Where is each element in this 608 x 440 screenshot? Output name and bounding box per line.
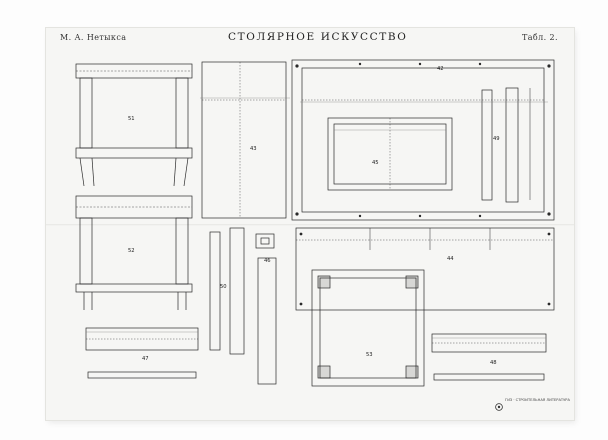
plate-number: Табл. 2. [522,33,558,42]
fig-53-label: 53 [366,352,373,358]
fig-43-drawing [201,61,287,219]
fig-52-drawing [75,195,193,310]
fig-49-drawing [481,87,531,203]
fig-44-label: 44 [447,256,454,262]
fig-50-drawing [209,227,277,385]
fig-45-drawing [327,117,453,191]
fig-46-label: 46 [264,258,271,264]
fig-42-label: 42 [437,66,444,72]
publisher-imprint: ГИЗ · СТРОИТЕЛЬНАЯ ЛИТЕРАТУРА [505,398,570,402]
fig-53-drawing [311,269,425,387]
fig-47-drawing [85,327,199,379]
fig-42-drawing [291,59,555,221]
author-name: М. А. Нетыкса [60,33,127,42]
fig-50-label: 50 [220,284,227,290]
fig-46-drawing [255,233,275,249]
fig-44-drawing [295,227,555,311]
publisher-logo-icon [495,396,503,415]
fig-48-label: 48 [490,360,497,366]
fig-47-label: 47 [142,356,149,362]
fig-43-label: 43 [250,146,257,152]
fig-41-drawing [75,63,193,187]
fig-48-drawing [431,333,547,381]
fold-crease [46,224,574,226]
fig-51-label: 51 [128,116,135,122]
fig-52-label: 52 [128,248,135,254]
fig-49-label: 49 [493,136,500,142]
fig-45-label: 45 [372,160,379,166]
book-title: СТОЛЯРНОЕ ИСКУССТВО [228,31,408,43]
